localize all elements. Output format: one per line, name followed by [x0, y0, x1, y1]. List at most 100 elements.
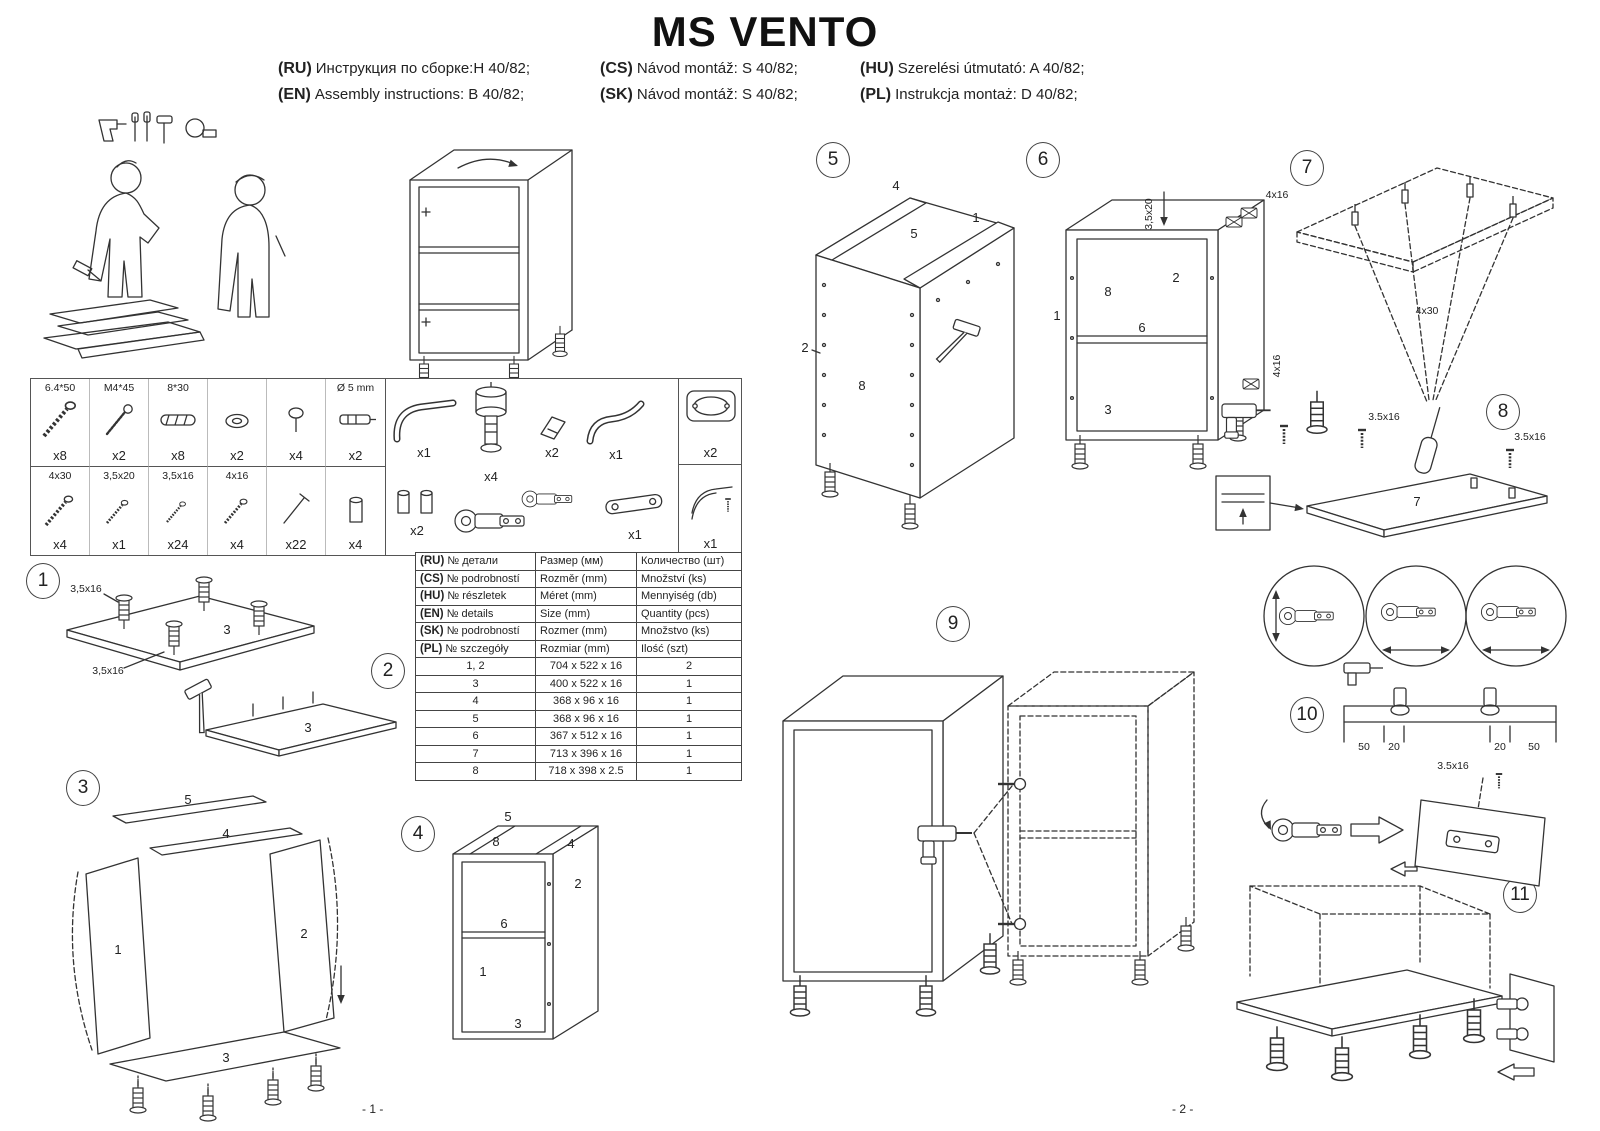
step-6-badge: 6	[1026, 142, 1060, 178]
sleeves-icon	[397, 489, 433, 514]
part-size: 704 x 522 x 16	[535, 657, 637, 676]
hardware-item: x4	[326, 467, 385, 555]
hardware-right-section: x1 x4	[386, 379, 742, 555]
screw-size-label: 3,5x20	[1143, 198, 1155, 230]
parts-data-row: 8 718 x 398 x 2.5 1	[415, 762, 742, 781]
parts-col-no: (CS) № podrobností	[415, 569, 536, 588]
part-no: 5	[415, 709, 536, 728]
step-9-badge: 9	[936, 606, 970, 642]
hinge-adjust-diagram	[1263, 565, 1567, 667]
hardware-label: M4*45	[103, 382, 135, 394]
parts-col-size: Rozměr (mm)	[535, 569, 637, 588]
step-10-diagram: 50 20 20 50	[1343, 662, 1557, 753]
dimension-label: 20	[1388, 741, 1400, 753]
part-qty: 2	[636, 657, 742, 676]
part-number-label: 7	[1413, 494, 1420, 509]
screw-size-label: 3.5x16	[1514, 431, 1546, 443]
hardware-qty: x8	[171, 448, 185, 463]
hardware-item: 4x30 x4	[31, 467, 90, 555]
lang-code: (RU)	[420, 555, 445, 568]
parts-header-row: (CS) № podrobností Rozměr (mm) Množství …	[415, 569, 742, 588]
part-number-label: 3	[222, 1050, 229, 1065]
part-qty: 1	[636, 762, 742, 781]
hardware-item: x2	[208, 379, 267, 467]
screw-icon	[165, 500, 187, 523]
part-number-label: 2	[1172, 270, 1179, 285]
parts-col-no: (SK) № podrobností	[415, 622, 536, 641]
hardware-label: Ø 5 mm	[336, 382, 375, 394]
header-text: № детали	[447, 555, 498, 568]
part-number-label: 3	[514, 1016, 521, 1031]
hardware-item: M4*45 x2	[90, 379, 149, 467]
page-number-right: - 2 -	[1172, 1102, 1194, 1116]
hardware-qty: x4	[484, 469, 498, 484]
corner-bracket-icon	[690, 486, 733, 520]
lang-text-hu: Szerelési útmutató: A 40/82;	[897, 60, 1085, 77]
hardware-qty: x1	[703, 536, 718, 551]
lang-code: (CS)	[420, 572, 444, 585]
step-11-badge: 11	[1503, 877, 1537, 913]
part-size: 367 x 512 x 16	[535, 727, 637, 746]
screw-size-label: 3,5x16	[92, 665, 124, 677]
step-8-badge: 8	[1486, 394, 1520, 430]
part-number-label: 2	[574, 876, 581, 891]
hardware-item-leg: x4	[468, 381, 514, 484]
header-text: № szczegóły	[445, 642, 509, 655]
step-1-diagram: 3,5x16 3,5x16 3	[66, 576, 315, 677]
hardware-item: x22	[267, 467, 326, 555]
washer-icon	[225, 413, 249, 429]
part-number-label: 3	[1104, 402, 1111, 417]
hardware-item: 8*30 x8	[149, 379, 208, 467]
lang-line-cs: (CS)Návod montáž: S 40/82;	[600, 56, 850, 82]
lang-text-en: Assembly instructions: B 40/82;	[314, 86, 525, 103]
lang-code: (PL)	[420, 642, 443, 655]
hardware-item-handle: x1	[388, 393, 460, 460]
part-qty: 1	[636, 692, 742, 711]
lang-code-pl: (PL)	[860, 86, 892, 103]
page-number-left: - 1 -	[362, 1102, 384, 1116]
part-number-label: 1	[1053, 308, 1060, 323]
hardware-qty: x1	[417, 445, 431, 460]
hinge-arm-icon	[605, 493, 663, 515]
lang-column-2: (CS)Návod montáž: S 40/82; (SK)Návod mon…	[600, 56, 850, 108]
screw-size-label: 4x16	[1266, 189, 1289, 201]
part-number-label: 6	[1138, 320, 1145, 335]
parts-col-size: Méret (mm)	[535, 587, 637, 606]
parts-col-size: Size (mm)	[535, 604, 637, 623]
header-text: № details	[446, 607, 494, 620]
step-10-badge: 10	[1290, 697, 1324, 733]
step-6-diagram: 3,5x20 4x16 4x16 8 2 6 1 3	[1053, 189, 1289, 470]
bent-pipe-icon	[586, 400, 645, 445]
lang-text-sk: Návod montáž: S 40/82;	[636, 86, 798, 103]
dowel-icon	[160, 414, 196, 426]
step-3-badge: 3	[66, 770, 100, 806]
lang-text-ru: Инструкция по сборке:H 40/82;	[315, 60, 531, 77]
hardware-item: x4	[267, 379, 326, 467]
part-number-label: 3	[223, 622, 230, 637]
parts-data-row: 4 368 x 96 x 16 1	[415, 692, 742, 711]
leg-icon	[475, 382, 507, 453]
parts-col-size: Размер (мм)	[535, 552, 637, 571]
part-size: 718 x 398 x 2.5	[535, 762, 637, 781]
nail-icon	[283, 492, 310, 524]
dimension-label: 50	[1358, 741, 1370, 753]
part-size: 713 x 396 x 16	[535, 744, 637, 763]
hinge-mount-diagram: 3.5x16	[1260, 760, 1546, 887]
parts-header-row: (HU) № részletek Méret (mm) Mennyiség (d…	[415, 587, 742, 606]
part-number-label: 5	[910, 226, 917, 241]
tools-illustration	[98, 111, 217, 144]
lang-line-en: (EN)Assembly instructions: B 40/82;	[278, 82, 590, 108]
parts-data-row: 3 400 x 522 x 16 1	[415, 674, 742, 693]
screw-size-label: 3,5x16	[70, 583, 102, 595]
part-no: 6	[415, 727, 536, 746]
part-number-label: 2	[300, 926, 307, 941]
step-2-badge: 2	[371, 653, 405, 689]
hardware-item-plate: x2	[678, 379, 742, 465]
step-1-badge: 1	[26, 563, 60, 599]
lang-code-cs: (CS)	[600, 60, 633, 77]
language-header: (RU)Инструкция по сборке:H 40/82; (EN)As…	[278, 56, 1085, 108]
hardware-qty: x8	[53, 448, 67, 463]
part-qty: 1	[636, 674, 742, 693]
step-2-diagram: 3	[178, 678, 397, 757]
